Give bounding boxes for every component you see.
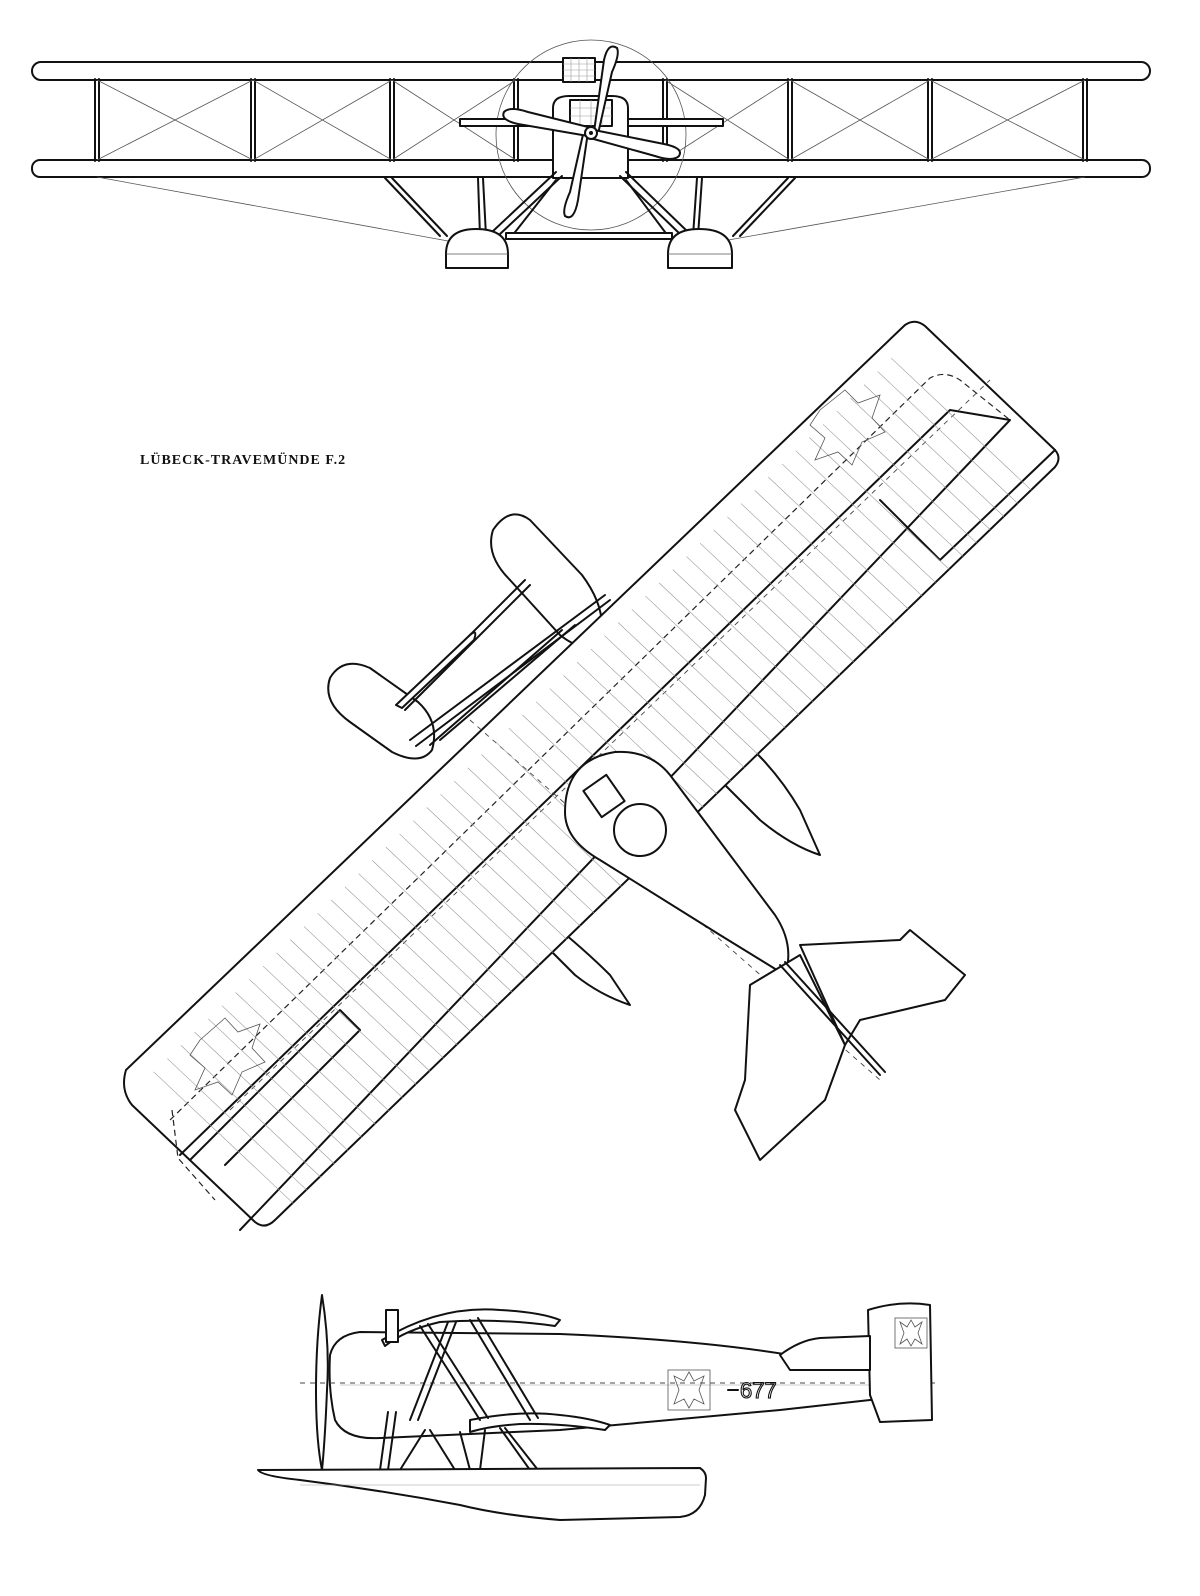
wing-rib	[713, 529, 854, 663]
wing-rib	[877, 371, 1018, 504]
wing-rib	[727, 516, 868, 650]
wing-rib	[576, 661, 718, 795]
plan-fuselage	[564, 750, 790, 976]
wing-rib	[221, 1005, 363, 1138]
plan-float-forward-2	[327, 662, 436, 760]
side-tailplane	[779, 1335, 871, 1371]
wing-rib	[440, 794, 581, 927]
wing-rib	[317, 912, 458, 1046]
wing-rib	[809, 437, 950, 570]
wing-rib	[672, 569, 813, 702]
wing-rib	[481, 754, 622, 887]
side-lower-wing	[469, 1412, 611, 1433]
wing-rib	[385, 846, 527, 980]
plan-propeller	[395, 631, 477, 709]
wing-rib	[235, 992, 376, 1125]
front-float-struts	[384, 171, 796, 237]
front-view	[31, 39, 1151, 269]
wing-rib	[863, 384, 1005, 517]
wing-rib	[604, 635, 745, 768]
wing-rib	[453, 780, 595, 914]
side-float-struts	[379, 1411, 539, 1471]
wing-rib	[795, 450, 936, 583]
wing-rib	[358, 873, 499, 1006]
wing-rib	[331, 899, 472, 1033]
wing-rib	[590, 648, 732, 782]
wing-rib	[686, 556, 827, 689]
wing-rib	[426, 807, 568, 940]
registration-number: 677	[740, 1378, 777, 1403]
wing-rib	[372, 860, 513, 993]
plan-lower-wing-dashed	[169, 373, 1011, 1121]
plan-float-rear-1	[719, 741, 821, 856]
side-upper-wing	[381, 1308, 561, 1347]
wing-rib	[344, 886, 486, 1020]
wing-rib	[276, 952, 417, 1086]
wing-rib	[699, 542, 841, 676]
plan-cockpit-front	[582, 773, 626, 819]
wing-rib	[167, 1058, 308, 1191]
drawing-title: LÜBECK-TRAVEMÜNDE F.2	[140, 453, 347, 468]
wing-rib	[617, 622, 759, 755]
wing-rib	[740, 503, 882, 636]
front-right-float	[667, 228, 733, 269]
wing-rib	[658, 582, 800, 716]
plan-view	[123, 320, 1060, 1231]
wing-rib	[645, 595, 786, 729]
wing-rib	[768, 476, 909, 610]
wing-rib	[631, 609, 772, 742]
side-interplane-struts	[409, 1317, 539, 1421]
iron-cross-icon	[667, 1317, 928, 1411]
plan-aileron-left	[189, 1009, 361, 1166]
plan-cockpit-rear	[613, 803, 667, 857]
plan-fin	[779, 964, 881, 1076]
wing-rib	[836, 410, 977, 544]
side-float	[257, 1467, 707, 1521]
plan-aileron-right	[879, 449, 1056, 561]
front-left-float	[445, 228, 509, 269]
front-spreader-bar	[505, 232, 673, 240]
iron-cross-icon	[189, 389, 886, 1096]
wing-rib	[303, 926, 445, 1059]
plan-float-forward-1	[490, 513, 603, 648]
wing-rib	[563, 675, 704, 808]
plan-wing-ribs	[153, 357, 1032, 1205]
wing-rib	[290, 939, 431, 1072]
wing-rib	[822, 424, 964, 557]
side-windscreen	[385, 1309, 399, 1343]
wing-rib	[467, 767, 609, 901]
wing-rib	[781, 463, 923, 597]
front-propeller-disc	[495, 39, 687, 231]
wing-rib	[153, 1071, 294, 1205]
wing-rib	[754, 490, 895, 623]
wing-rib	[262, 965, 404, 1099]
wing-rib	[413, 820, 554, 953]
wing-rib	[891, 357, 1032, 491]
wing-rib	[249, 979, 390, 1112]
side-view: 677	[257, 1294, 940, 1521]
wing-rib	[208, 1018, 349, 1152]
side-propeller	[315, 1294, 329, 1471]
wing-rib	[194, 1031, 335, 1165]
front-bracing-wires	[96, 79, 1086, 246]
wing-rib	[399, 833, 540, 967]
plan-tailplane-right	[799, 929, 966, 1046]
propeller-icon	[502, 45, 681, 219]
side-fin	[867, 1302, 933, 1423]
